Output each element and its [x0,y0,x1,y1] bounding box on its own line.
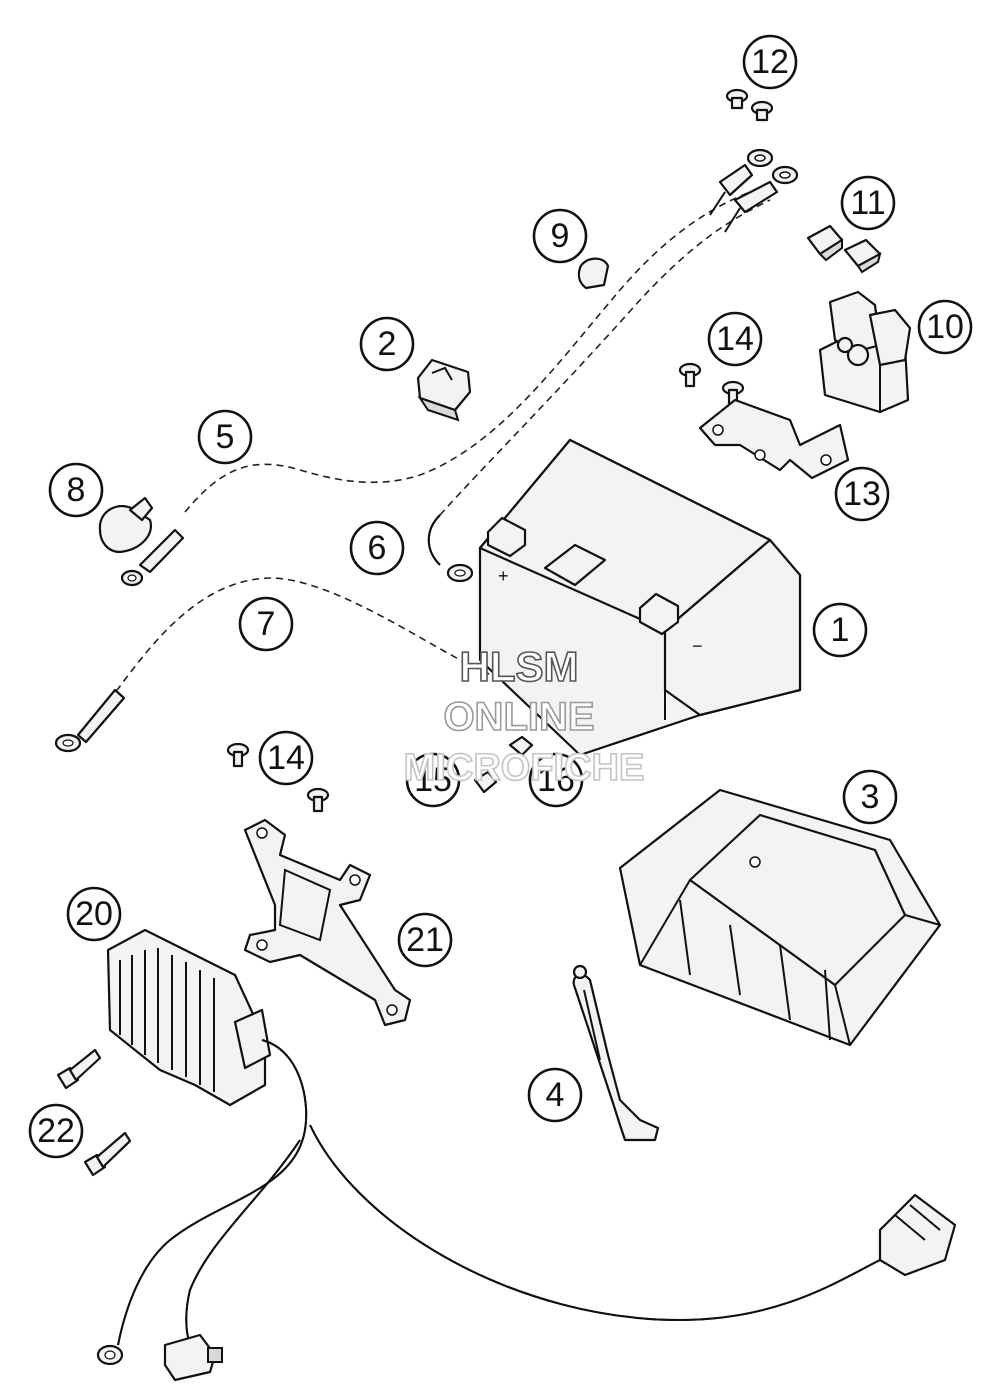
regulator-bracket-21 [243,818,412,1027]
callout-13: 13 [834,466,890,522]
svg-text:1: 1 [831,611,850,649]
screw-14-upper-b [721,380,745,406]
starter-relay-10 [818,290,912,414]
callout-15: 15 [405,752,461,808]
svg-text:15: 15 [414,761,452,799]
watermark: HLSM ONLINE MICROFICHE [403,642,645,790]
screw-14-lower-b [306,787,330,813]
screw-14-upper-a [678,362,702,388]
svg-text:9: 9 [551,217,570,255]
cable-lug-upper-a [709,148,774,216]
callout-4: 4 [527,1067,583,1123]
screw-14-lower-a [226,742,250,768]
svg-text:14: 14 [267,739,305,777]
callout-8: 8 [48,462,104,518]
callout-6: 6 [349,520,405,576]
watermark-line-3: MICROFICHE [404,747,645,789]
battery-minus-mark: − [692,636,703,656]
svg-text:12: 12 [751,43,789,81]
svg-text:8: 8 [67,471,86,509]
voltage-regulator-20 [106,928,272,1107]
terminal-cover-2 [416,358,472,422]
bolt-22-a [56,1048,102,1090]
bolt-12-a [725,88,749,110]
battery-strap-4 [572,964,660,1142]
harness-ring-terminal [96,1344,124,1366]
svg-text:16: 16 [537,761,575,799]
fuse-11-b [843,238,882,274]
terminal-boot-8 [98,496,154,554]
callout-2: 2 [359,316,415,372]
cable-lug-upper-b [724,165,799,233]
cable-5 [184,189,756,513]
battery-box-3 [618,788,942,1047]
svg-text:7: 7 [257,605,276,643]
svg-text:21: 21 [406,921,444,959]
callout-22: 22 [28,1103,84,1159]
svg-text:20: 20 [75,895,113,933]
svg-text:5: 5 [216,418,235,456]
harness-main-connector [878,1193,957,1277]
callout-11: 11 [840,175,896,231]
nut-16 [508,735,534,757]
svg-text:14: 14 [716,320,754,358]
svg-text:2: 2 [378,325,397,363]
cable-clip-9 [577,257,610,290]
callout-16: 16 [528,752,584,808]
harness-small-connector [163,1333,223,1382]
relay-bracket-13 [698,398,850,480]
svg-text:6: 6 [368,529,387,567]
svg-text:10: 10 [926,308,964,346]
bolt-22-b [83,1131,132,1177]
callout-12: 12 [742,34,798,90]
callout-7: 7 [238,596,294,652]
battery-plus-mark: + [498,566,509,586]
bolt-12-b [750,100,774,122]
nut-15 [473,770,498,794]
svg-text:22: 22 [37,1112,75,1150]
callout-5: 5 [197,409,253,465]
callout-20: 20 [66,886,122,942]
callout-21: 21 [397,912,453,968]
fuse-11-a [806,224,844,262]
callout-9: 9 [532,208,588,264]
watermark-line-1: HLSM [460,643,579,690]
svg-text:4: 4 [546,1076,565,1114]
callout-14-upper: 14 [707,311,763,367]
callout-1: 1 [812,602,868,658]
cable-lug-6 [427,514,474,583]
callout-14-lower: 14 [258,730,314,786]
svg-text:13: 13 [843,475,881,513]
callout-10: 10 [917,299,973,355]
cable-lug-7 [54,688,126,753]
svg-text:3: 3 [861,778,880,816]
watermark-line-2: ONLINE [443,695,594,739]
callout-3: 3 [842,769,898,825]
battery-1: + − [478,438,802,757]
regulator-harness [117,1039,881,1346]
svg-text:11: 11 [850,184,885,222]
cable-lug-5 [120,528,185,587]
